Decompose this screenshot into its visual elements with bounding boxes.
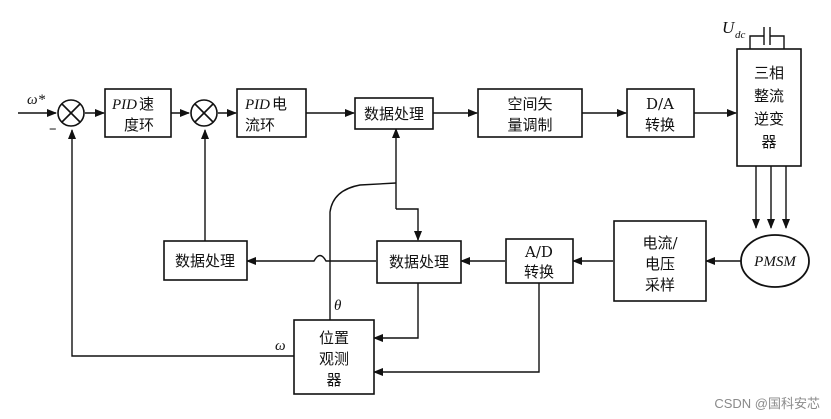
inverter-line1-text: 三相 bbox=[754, 64, 784, 82]
pid-speed-pid-text: PID bbox=[111, 97, 137, 113]
svm-line1-text: 空间矢 bbox=[507, 95, 552, 113]
pid-speed-line2-text: 度环 bbox=[124, 116, 154, 134]
data-processing-middle-block: 数据处理 bbox=[376, 240, 462, 284]
data-processing-left-block: 数据处理 bbox=[163, 240, 248, 281]
udc-base-text: U bbox=[722, 18, 736, 37]
inverter-line4-text: 器 bbox=[761, 133, 776, 151]
data-processing-middle-text: 数据处理 bbox=[389, 253, 449, 271]
da-line2-text: 转换 bbox=[645, 116, 675, 134]
pid-current-pid-text: PID bbox=[244, 97, 270, 113]
pid-current-loop-block: PID 电 流环 bbox=[236, 88, 307, 138]
observer-line1-text: 位置 bbox=[319, 329, 349, 347]
position-observer-block: 位置 观测 器 bbox=[293, 319, 375, 395]
sensing-line3-text: 采样 bbox=[645, 276, 675, 294]
sensing-line2-text: 电压 bbox=[645, 255, 675, 273]
minus-sign-label: – bbox=[49, 119, 57, 137]
current-voltage-sampling-block: 电流/ 电压 采样 bbox=[613, 220, 707, 302]
observer-line2-text: 观测 bbox=[319, 350, 349, 368]
inverter-line3-text: 逆变 bbox=[754, 110, 784, 128]
data-processing-top-block: 数据处理 bbox=[354, 97, 434, 130]
da-line1-text: D/A bbox=[646, 95, 674, 113]
watermark-text: CSDN @国科安芯 bbox=[714, 396, 820, 411]
ad-line1-text: A/D bbox=[524, 243, 553, 261]
udc-sub-text: dc bbox=[735, 29, 746, 41]
pid-speed-line1-text: 速 bbox=[139, 95, 154, 113]
svm-line2-text: 量调制 bbox=[507, 116, 552, 134]
ad-converter-block: A/D 转换 bbox=[505, 238, 574, 284]
space-vector-modulation-block: 空间矢 量调制 bbox=[477, 88, 583, 138]
pid-current-line1-text: 电 bbox=[272, 95, 287, 113]
three-phase-inverter-block: 三相 整流 逆变 器 bbox=[736, 48, 802, 167]
udc-label: U dc bbox=[722, 18, 746, 41]
summing-junction-speed bbox=[57, 99, 85, 127]
pmsm-motor: PMSM bbox=[740, 234, 810, 288]
da-converter-block: D/A 转换 bbox=[626, 88, 695, 138]
sensing-line1-text: 电流/ bbox=[642, 234, 678, 252]
inverter-line2-text: 整流 bbox=[754, 87, 784, 105]
pid-speed-loop-block: PID 速 度环 bbox=[104, 88, 172, 138]
data-processing-left-text: 数据处理 bbox=[175, 252, 235, 270]
pmsm-text: PMSM bbox=[753, 254, 797, 270]
pid-current-line2-text: 流环 bbox=[245, 116, 275, 134]
summing-junction-current bbox=[190, 99, 218, 127]
ad-line2-text: 转换 bbox=[524, 263, 554, 281]
omega-feedback-label: ω bbox=[275, 338, 286, 354]
omega-ref-label: ω* bbox=[27, 92, 46, 108]
observer-line3-text: 器 bbox=[326, 371, 341, 389]
connection-wires bbox=[18, 27, 790, 376]
data-processing-top-text: 数据处理 bbox=[364, 105, 424, 123]
theta-label: θ bbox=[334, 298, 342, 314]
